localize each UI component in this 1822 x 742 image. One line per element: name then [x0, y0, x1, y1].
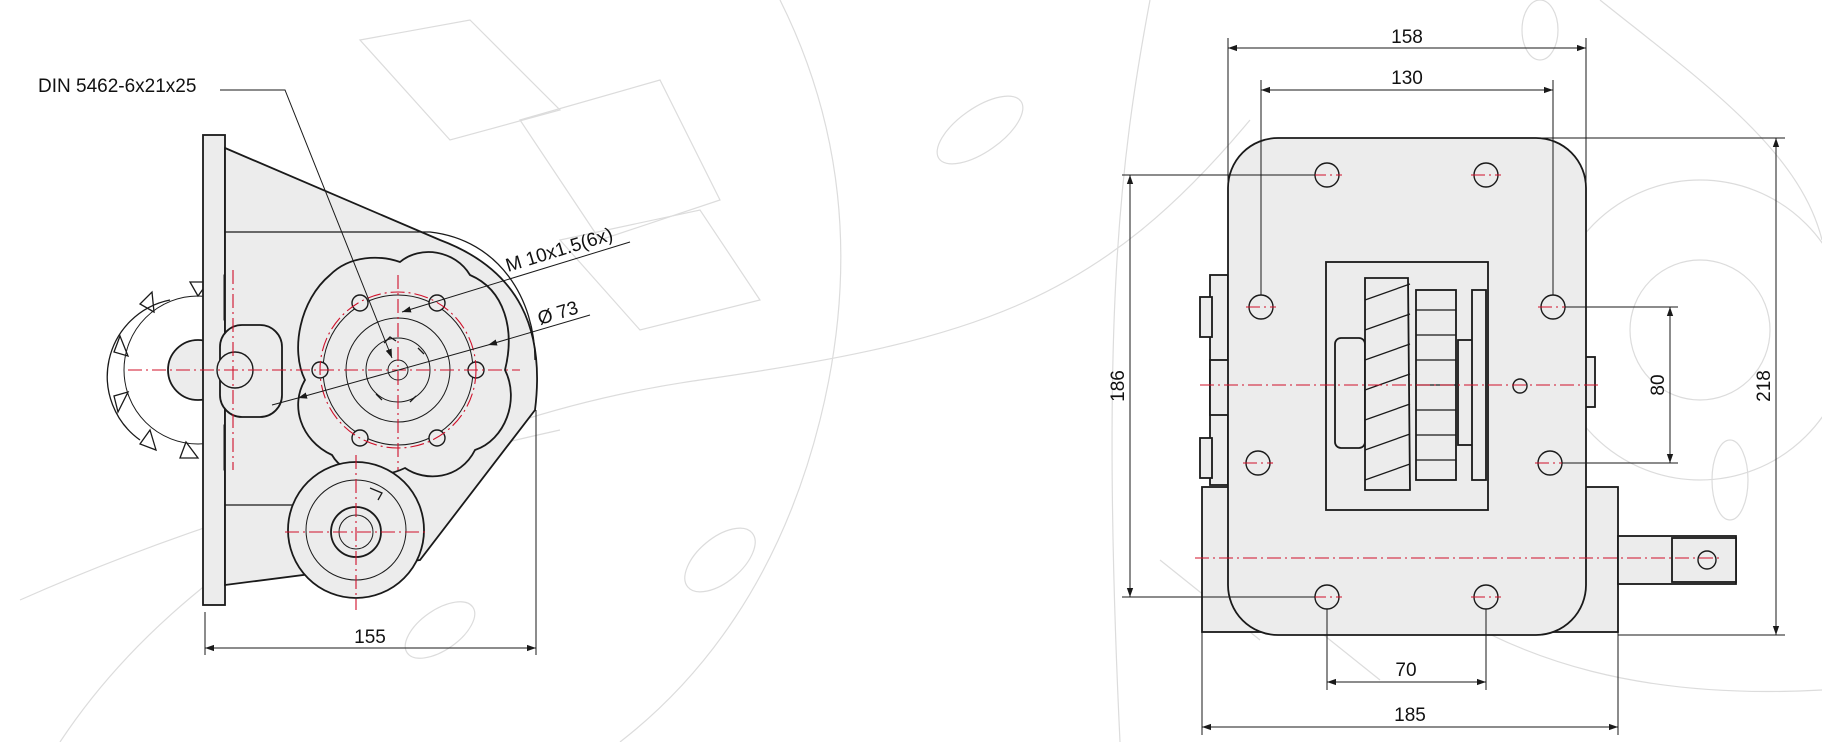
dim-hole-spacing-top: 130 — [1391, 68, 1423, 89]
side-view — [106, 134, 538, 610]
callout-spline: DIN 5462-6x21x25 — [38, 76, 196, 97]
callout-bolt-circle: Ø 73 — [535, 298, 581, 330]
dim-front-width-top: 158 — [1391, 27, 1423, 48]
dim-base-width: 185 — [1394, 705, 1426, 726]
front-view-annotations: 158 130 186 80 218 70 185 — [1108, 27, 1785, 735]
dim-hole-spacing-bottom: 70 — [1395, 660, 1416, 681]
dim-hole-spacing-right: 80 — [1648, 374, 1669, 395]
dim-height-left: 186 — [1108, 370, 1129, 402]
callout-thread: M 10x1.5(6x) — [503, 224, 615, 276]
front-view — [1195, 137, 1737, 636]
dim-overall-height: 218 — [1754, 370, 1775, 402]
dim-side-width: 155 — [354, 627, 386, 648]
